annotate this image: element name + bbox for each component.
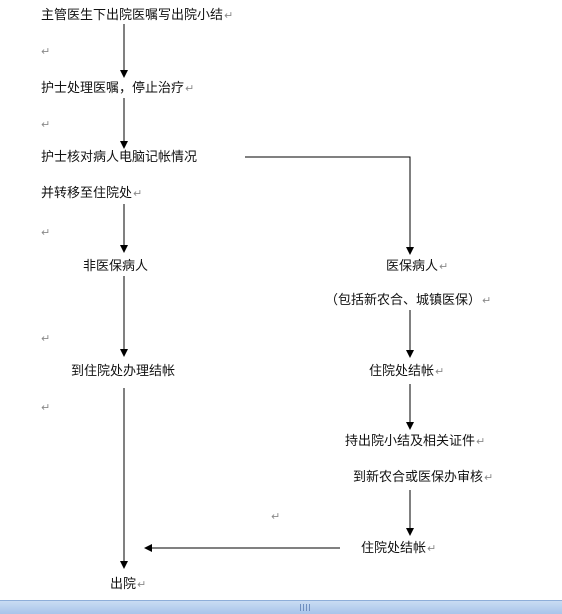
- node-nurse-check-line1-text: 护士核对病人电脑记帐情况: [41, 150, 198, 165]
- node-discharge-text: 出院: [110, 577, 137, 592]
- paragraph-mark: ↵: [482, 294, 492, 307]
- paragraph-mark: ↵: [435, 365, 445, 378]
- node-insured-settle-text: 住院处结帐: [369, 364, 435, 379]
- node-nurse-process: 护士处理医嘱，停止治疗↵: [41, 81, 194, 97]
- node-insured-text: 医保病人: [386, 259, 439, 274]
- node-non-insured-text: 非医保病人: [83, 259, 149, 274]
- paragraph-mark: ↵: [271, 510, 281, 523]
- node-non-insured-settle: 到住院处办理结帐: [71, 364, 175, 380]
- node-insured-note-text: （包括新农合、城镇医保）: [325, 293, 482, 308]
- resize-grip-icon[interactable]: [300, 604, 312, 611]
- node-discharge: 出院↵: [110, 577, 146, 593]
- paragraph-mark: ↵: [427, 542, 437, 555]
- arrow-check-to-insured: [245, 156, 414, 255]
- node-nurse-check-line2: 并转移至住院处↵: [41, 186, 142, 202]
- paragraph-mark: ↵: [41, 332, 51, 345]
- node-doctor-order: 主管医生下出院医嘱写出院小结↵: [41, 8, 233, 24]
- node-nurse-process-text: 护士处理医嘱，停止治疗: [41, 81, 185, 96]
- paragraph-mark: ↵: [185, 82, 195, 95]
- node-final-settle-text: 住院处结帐: [361, 541, 427, 556]
- node-non-insured: 非医保病人: [83, 259, 148, 275]
- node-insured: 医保病人↵: [386, 259, 448, 275]
- paragraph-mark: ↵: [476, 435, 486, 448]
- node-bring-docs: 持出院小结及相关证件↵: [345, 434, 485, 450]
- paragraph-mark: ↵: [484, 471, 494, 484]
- node-nurse-check-line1: 护士核对病人电脑记帐情况: [41, 150, 197, 166]
- paragraph-mark: ↵: [224, 9, 234, 22]
- node-audit-text: 到新农合或医保办审核: [353, 470, 484, 485]
- paragraph-mark: ↵: [41, 401, 51, 414]
- node-insured-note: （包括新农合、城镇医保）↵: [325, 293, 491, 309]
- node-bring-docs-text: 持出院小结及相关证件: [345, 434, 476, 449]
- node-nurse-check-line2-text: 并转移至住院处: [41, 186, 133, 201]
- node-doctor-order-text: 主管医生下出院医嘱写出院小结: [41, 8, 224, 23]
- flowchart-connectors: [120, 24, 414, 569]
- paragraph-mark: ↵: [133, 187, 143, 200]
- paragraph-mark: ↵: [41, 226, 51, 239]
- node-non-insured-settle-text: 到住院处办理结帐: [71, 364, 176, 379]
- paragraph-mark: ↵: [439, 260, 449, 273]
- window-status-bar: [0, 600, 562, 614]
- paragraph-mark: ↵: [137, 578, 147, 591]
- node-final-settle: 住院处结帐↵: [361, 541, 436, 557]
- node-insured-settle: 住院处结帐↵: [369, 364, 444, 380]
- paragraph-mark: ↵: [41, 45, 51, 58]
- paragraph-mark: ↵: [41, 118, 51, 131]
- node-audit: 到新农合或医保办审核↵: [353, 470, 493, 486]
